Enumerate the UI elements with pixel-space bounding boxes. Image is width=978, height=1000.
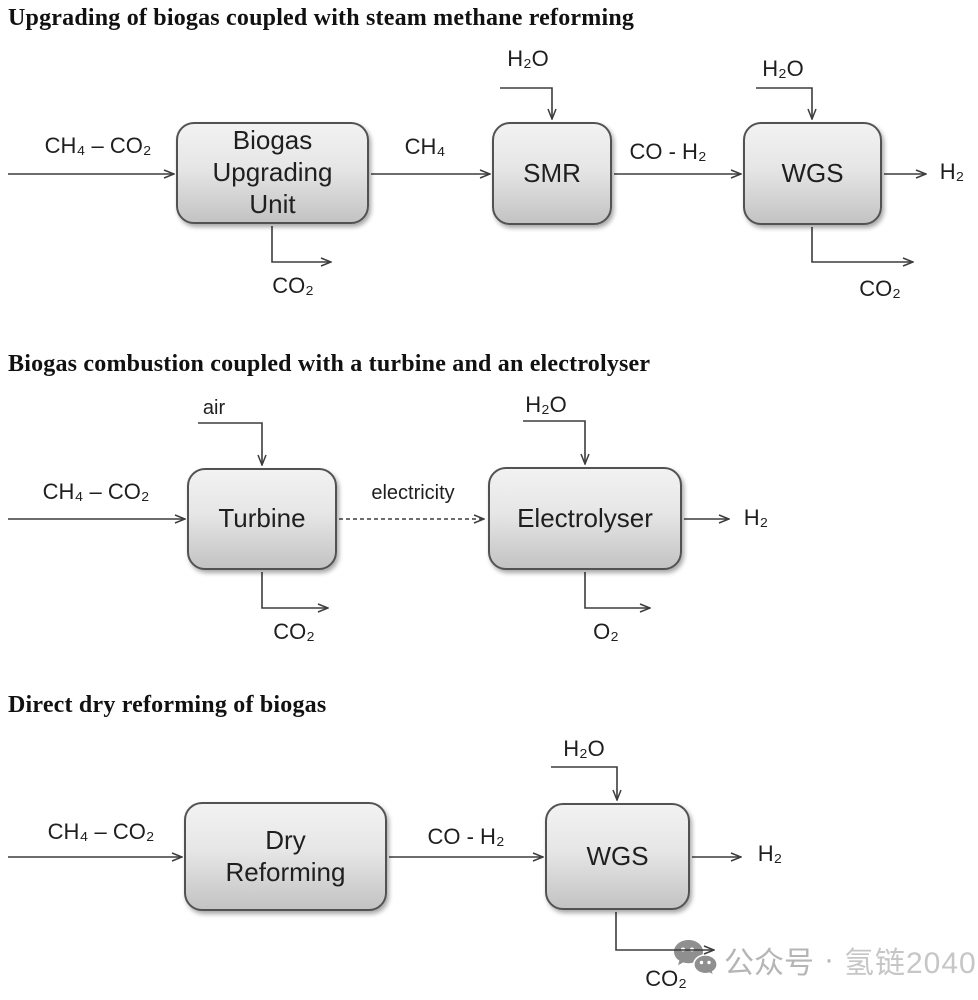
stream-label-s2-h2-out: H₂	[743, 505, 769, 530]
arrow-s3-co2-wgs-out	[615, 912, 714, 950]
section-title-dry-reforming-route: Direct dry reforming of biogas	[8, 692, 327, 718]
watermark-separator: ·	[824, 943, 834, 976]
stream-label-s2-h2o: H₂O	[525, 392, 567, 417]
arrow-s3-h2o-into-wgs	[551, 766, 617, 800]
stream-label-s1-input: CH₄ – CO₂	[44, 133, 152, 158]
stream-label-s2-input: CH₄ – CO₂	[42, 479, 150, 504]
stream-label-s1-h2-out: H₂	[939, 159, 965, 184]
stream-label-s1-h2o-wgs: H₂O	[762, 56, 804, 81]
wechat-icon	[674, 940, 719, 978]
stream-label-s3-input: CH₄ – CO₂	[47, 819, 155, 844]
stream-label-s1-ch4: CH₄	[404, 134, 446, 159]
stream-label-s3-syngas: CO - H₂	[427, 824, 505, 849]
arrow-s2-o2-out	[584, 572, 650, 608]
arrow-s1-h2o-into-smr	[500, 87, 552, 119]
arrow-s2-h2o-into-electrolyser	[523, 420, 585, 464]
stream-label-s2-co2: CO₂	[273, 619, 315, 644]
section-title-turbine-route: Biogas combustion coupled with a turbine…	[8, 351, 651, 377]
arrow-s2-co2-turbine-out	[261, 572, 328, 608]
stream-label-s2-electricity: electricity	[371, 482, 455, 504]
arrow-s1-h2o-into-wgs	[756, 87, 812, 119]
node-dry-reforming: Dry Reforming	[184, 802, 387, 911]
stream-label-s1-co2-wgs: CO₂	[859, 276, 901, 301]
stream-label-s3-co2: CO₂	[645, 966, 687, 991]
stream-label-s1-co2-upgrading: CO₂	[272, 273, 314, 298]
stream-label-s1-h2o-smr: H₂O	[507, 46, 549, 71]
watermark-label: 公众号	[724, 947, 814, 980]
watermark-account-name: 氢链2040	[844, 947, 977, 980]
stream-label-s2-o2: O₂	[593, 619, 619, 644]
node-electrolyser: Electrolyser	[488, 467, 682, 570]
node-wgs-1: WGS	[743, 122, 882, 225]
stream-label-s1-syngas: CO - H₂	[629, 139, 707, 164]
node-biogas-upgrading-unit: Biogas Upgrading Unit	[176, 122, 369, 224]
node-turbine: Turbine	[187, 468, 337, 570]
node-smr: SMR	[492, 122, 612, 225]
stream-label-s3-h2o: H₂O	[563, 736, 605, 761]
arrow-s1-co2-wgs-out	[811, 227, 913, 262]
stream-label-s3-h2-out: H₂	[757, 841, 783, 866]
arrow-s1-co2-upgrading-out	[271, 226, 331, 262]
stream-label-s2-air: air	[202, 397, 226, 419]
watermark: 公众号 · 氢链2040	[672, 938, 977, 982]
section-title-smr-route: Upgrading of biogas coupled with steam m…	[8, 5, 635, 31]
node-wgs-2: WGS	[545, 803, 690, 910]
arrow-s2-air-into-turbine	[198, 422, 262, 465]
